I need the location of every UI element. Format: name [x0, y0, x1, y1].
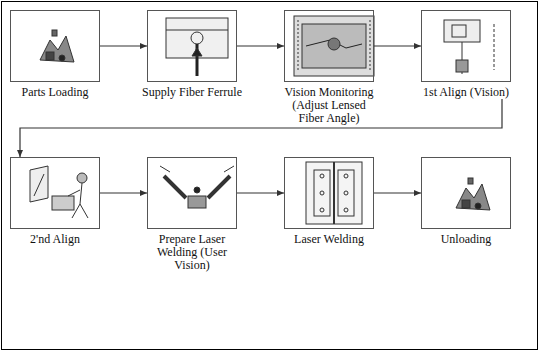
vision-align-station — [444, 20, 494, 74]
step-picture-frame — [284, 157, 374, 229]
step-caption: 2'nd Align — [5, 233, 105, 246]
flow-arrow — [20, 99, 502, 157]
weld-fixture — [306, 162, 362, 224]
process-step: Parts Loading — [5, 10, 105, 99]
parts-pile — [456, 178, 490, 210]
process-step: Laser Welding — [279, 157, 379, 246]
step-caption: Vision Monitoring (Adjust Lensed Fiber A… — [279, 86, 379, 125]
step-picture-frame — [147, 10, 237, 82]
step-picture-frame — [421, 157, 511, 229]
process-step: Supply Fiber Ferrule — [142, 10, 242, 99]
step-picture-frame — [10, 157, 100, 229]
flow-arrow — [374, 45, 421, 46]
laser-heads — [160, 166, 234, 208]
process-step: 2'nd Align — [5, 157, 105, 246]
step-caption: Laser Welding — [279, 233, 379, 246]
step-caption: 1st Align (Vision) — [416, 86, 516, 99]
operator-workstation — [30, 166, 88, 218]
vision-monitor-view — [294, 16, 374, 76]
step-caption: Parts Loading — [5, 86, 105, 99]
flow-arrow — [100, 192, 147, 193]
step-picture-frame — [147, 157, 237, 229]
flow-arrow — [100, 45, 147, 46]
step-caption: Supply Fiber Ferrule — [142, 86, 242, 99]
step-caption: Prepare Laser Welding (User Vision) — [142, 233, 242, 272]
step-caption: Unloading — [416, 233, 516, 246]
process-step: Vision Monitoring (Adjust Lensed Fiber A… — [279, 10, 379, 125]
step-picture-frame — [284, 10, 374, 82]
process-step: 1st Align (Vision) — [416, 10, 516, 99]
step-picture-frame — [10, 10, 100, 82]
flow-arrow — [237, 45, 284, 46]
flow-arrow — [374, 192, 421, 193]
flow-arrow — [237, 192, 284, 193]
process-step: Prepare Laser Welding (User Vision) — [142, 157, 242, 272]
process-step: Unloading — [416, 157, 516, 246]
parts-pile — [40, 30, 74, 62]
step-picture-frame — [421, 10, 511, 82]
ferrule-feeder — [166, 18, 228, 76]
